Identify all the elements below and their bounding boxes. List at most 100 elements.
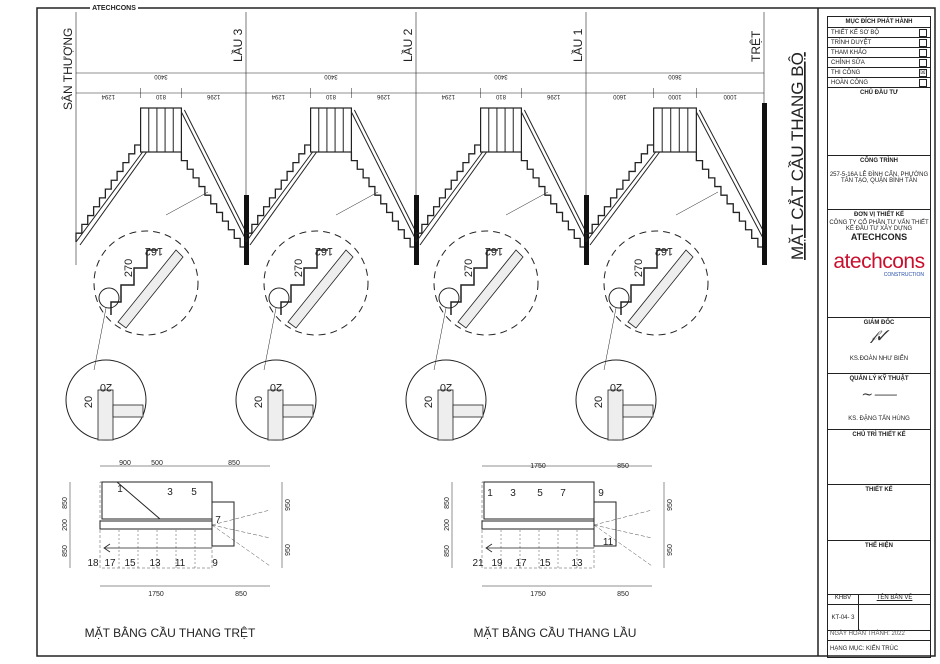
detail-steps	[450, 249, 498, 315]
nosing-width: 20	[610, 381, 622, 393]
part-dimension: 810	[495, 93, 506, 99]
stair-steps-left	[585, 144, 654, 242]
nosing-height: 20	[423, 396, 435, 408]
stair-slab	[353, 109, 419, 237]
top-dimension: 900	[119, 460, 131, 467]
part-dimension: 1296	[206, 93, 220, 99]
leader-line	[335, 191, 379, 216]
left-dimension: 850	[62, 545, 69, 557]
step-number: 5	[537, 488, 543, 499]
stair-slab	[180, 111, 247, 241]
step-number: 19	[491, 558, 503, 569]
riser-dimension: 162	[315, 245, 333, 257]
detail-callout	[603, 230, 709, 336]
riser-dimension: 162	[485, 245, 503, 257]
part-dimension: 1000	[668, 93, 682, 99]
stair-slab	[585, 151, 657, 243]
completion-date: NGÀY HOÀN THÀNH: 2022	[828, 631, 930, 641]
nosing-tread	[622, 404, 654, 418]
stair-steps-left	[415, 144, 481, 242]
riser-dimension: 162	[145, 245, 163, 257]
leader-line	[603, 307, 617, 371]
level-label: SÂN THƯỢNG	[60, 28, 75, 110]
category: HẠNG MỤC: KIẾN TRÚC	[830, 646, 899, 652]
part-dimension: 1296	[546, 93, 560, 99]
leader-line	[505, 191, 549, 216]
tread-dimension: 270	[633, 259, 645, 277]
purpose-checkbox[interactable]: ☒	[919, 68, 927, 77]
landing	[480, 107, 523, 153]
detail-callout	[263, 230, 369, 336]
landing	[310, 107, 353, 153]
stair-slab	[245, 151, 314, 243]
step-number: 3	[510, 488, 516, 499]
step-number: 13	[571, 558, 583, 569]
detail-steps	[110, 249, 158, 315]
purpose-option: THIẾT KẾ SƠ BỘ	[828, 28, 930, 38]
stair-slab	[75, 151, 144, 243]
landing	[653, 107, 697, 153]
stair-steps-left	[245, 144, 311, 242]
bottom-dimension: 850	[617, 591, 629, 598]
section-title: MẶT CẮT CẦU THANG BỘ	[788, 52, 807, 260]
stair-slab	[695, 111, 765, 241]
tech-signature: ~⸺	[861, 387, 897, 403]
stair-slab	[520, 111, 587, 241]
sheet-name-label: TÊN BẢN VẼ	[876, 595, 913, 601]
purpose-checkbox[interactable]	[919, 58, 927, 67]
top-dimension: 1750	[530, 463, 546, 470]
detail-steps	[280, 249, 328, 315]
detail-callout	[433, 230, 539, 336]
part-dimension: 1294	[271, 93, 285, 99]
tread-dimension: 270	[293, 259, 305, 277]
nosing-body	[437, 389, 454, 441]
level-label: TRỆT	[748, 30, 763, 62]
step-number: 15	[539, 558, 551, 569]
step-number: 15	[124, 558, 136, 569]
tread-dimension: 270	[123, 259, 135, 277]
nosing-height: 20	[253, 396, 265, 408]
stair-slab	[249, 151, 318, 246]
firm-label: ATECHCONS	[92, 5, 136, 12]
purpose-checkbox[interactable]	[919, 78, 927, 87]
arrow-head	[103, 543, 111, 553]
leader-line	[165, 191, 209, 216]
leader-line	[263, 307, 277, 371]
project-address: 257-5-16A LÊ ĐÌNH CẨN, PHƯỜNG TÂN TẠO, Q…	[829, 172, 929, 184]
nosing-callout	[438, 287, 460, 309]
nosing-body	[97, 389, 114, 441]
part-dimension: 1600	[612, 93, 626, 99]
detail-slab	[117, 249, 184, 329]
nosing-tread	[282, 404, 314, 418]
plan-title: MẶT BẰNG CẦU THANG LẦU	[474, 625, 637, 640]
level-label: LẦU 2	[400, 28, 415, 62]
nosing-body	[267, 389, 284, 441]
purpose-checkbox[interactable]	[919, 38, 927, 47]
part-dimension: 1294	[101, 93, 115, 99]
bottom-dimension: 1750	[530, 591, 546, 598]
nosing-height: 20	[83, 396, 95, 408]
nosing-width: 20	[100, 381, 112, 393]
purpose-checkbox[interactable]	[919, 48, 927, 57]
purpose-title: MỤC ĐÍCH PHÁT HÀNH	[828, 17, 930, 28]
company-logo: atechcons	[833, 250, 925, 273]
step-number: 5	[191, 487, 197, 498]
director-signature: 𝒻✓	[870, 328, 888, 344]
purpose-option: THI CÔNG☒	[828, 68, 930, 78]
detail-callout	[93, 230, 199, 336]
top-dimension: 500	[151, 460, 163, 467]
wall-section	[584, 195, 589, 265]
tread-dimension: 270	[463, 259, 475, 277]
plan-title: MẶT BẰNG CẦU THANG TRỆT	[85, 625, 256, 640]
step-number: 17	[515, 558, 527, 569]
part-dimension: 810	[325, 93, 336, 99]
purpose-checkbox[interactable]	[919, 28, 927, 37]
stair-slab	[419, 151, 488, 246]
step-number: 18	[87, 558, 99, 569]
